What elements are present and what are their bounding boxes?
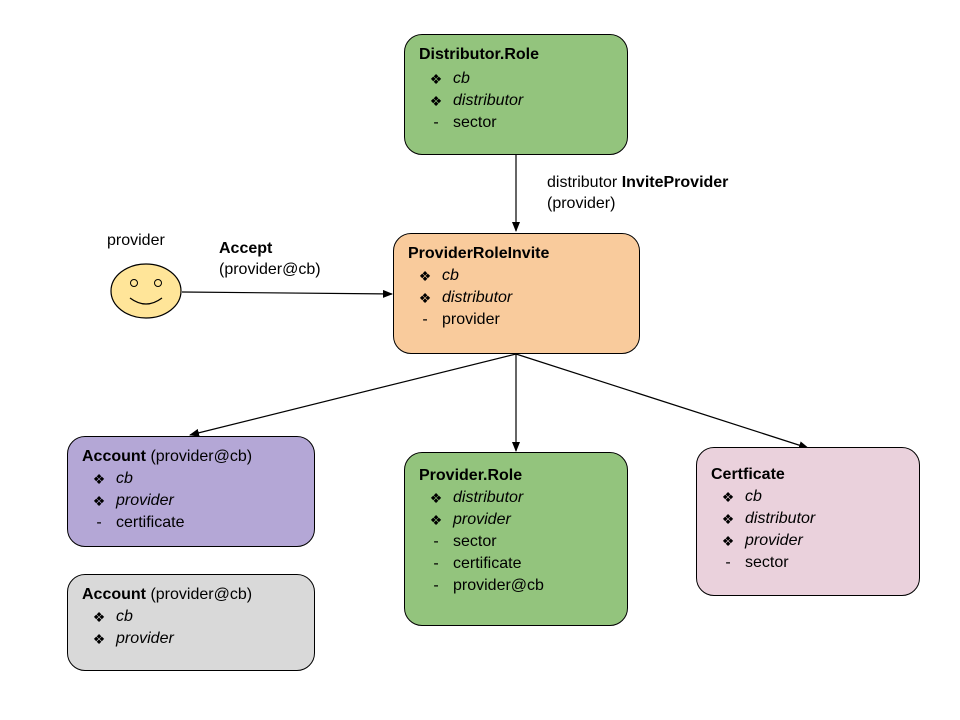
node-attributes: ❖cb❖distributor-sector: [419, 68, 613, 134]
attribute-row: ❖ provider: [82, 490, 300, 512]
attribute-row: -certificate: [82, 512, 300, 534]
attribute-row: -provider: [408, 309, 625, 331]
attribute-row: ❖ distributor: [711, 508, 905, 530]
node-title: Account (provider@cb): [82, 446, 300, 468]
invite-args: (provider): [547, 195, 616, 212]
attribute-text: provider: [116, 492, 174, 509]
dash-bullet: -: [725, 554, 731, 571]
node-title: Certficate: [711, 466, 785, 483]
attribute-text: certificate: [453, 555, 522, 572]
attribute-text: cb: [453, 70, 470, 87]
attribute-text: provider: [116, 630, 174, 647]
smiley-face-icon: [110, 263, 182, 319]
attribute-row: ❖ cb: [408, 265, 625, 287]
edge-to-account: [189, 353, 517, 437]
actor-label: provider: [107, 232, 165, 249]
node-title-text: Account: [82, 448, 146, 465]
attribute-row: ❖ cb: [419, 68, 613, 90]
attribute-row: -provider@cb: [419, 575, 613, 597]
attribute-text: cb: [116, 608, 133, 625]
node-attributes: ❖distributor❖provider-sector-certificate…: [419, 487, 613, 597]
attribute-row: ❖ distributor: [419, 487, 613, 509]
accept-args: (provider@cb): [219, 261, 321, 278]
dash-bullet: -: [433, 114, 439, 131]
attribute-text: provider: [453, 511, 511, 528]
account-removed-node: Account (provider@cb) ❖ cb ❖ provider: [67, 574, 315, 671]
attribute-text: cb: [745, 488, 762, 505]
node-title: Provider.Role: [419, 467, 523, 484]
diamond-bullet-icon: ❖: [92, 493, 106, 509]
dash-bullet: -: [433, 577, 439, 594]
attribute-row: ❖ provider: [419, 509, 613, 531]
node-title-text: Account: [82, 586, 146, 603]
attribute-row: ❖ provider: [82, 628, 300, 650]
attribute-text: certificate: [116, 514, 185, 531]
diamond-bullet-icon: ❖: [721, 489, 735, 505]
dash-bullet: -: [422, 311, 428, 328]
attribute-row: -certificate: [419, 553, 613, 575]
provider-role-node: Provider.Role ❖distributor❖provider-sect…: [404, 452, 628, 626]
invite-prefix: distributor: [547, 174, 622, 191]
node-attributes: ❖ cb ❖ provider: [82, 606, 300, 650]
attribute-text: distributor: [453, 92, 524, 109]
attribute-row: -sector: [419, 531, 613, 553]
diamond-bullet-icon: ❖: [92, 609, 106, 625]
node-title-suffix: (provider@cb): [146, 448, 253, 465]
attribute-text: provider@cb: [453, 577, 544, 594]
node-title: Account (provider@cb): [82, 584, 300, 606]
attribute-row: ❖ cb: [82, 606, 300, 628]
invite-provider-label: distributor InviteProvider (provider): [547, 172, 728, 214]
node-attributes: ❖cb❖distributor❖provider-sector: [711, 486, 905, 574]
attribute-text: sector: [745, 554, 789, 571]
node-title: Distributor.Role: [419, 46, 540, 63]
diamond-bullet-icon: ❖: [429, 512, 443, 528]
attribute-text: distributor: [745, 510, 816, 527]
edge-accept: [181, 289, 393, 298]
attribute-row: ❖ cb: [82, 468, 300, 490]
attribute-text: provider: [745, 532, 803, 549]
node-title-suffix: (provider@cb): [146, 586, 253, 603]
node-title: ProviderRoleInvite: [408, 245, 550, 262]
attribute-row: ❖ distributor: [408, 287, 625, 309]
diamond-bullet-icon: ❖: [429, 490, 443, 506]
attribute-text: cb: [116, 470, 133, 487]
diamond-bullet-icon: ❖: [92, 471, 106, 487]
distributor-role-node: Distributor.Role ❖cb❖distributor-sector: [404, 34, 628, 155]
diamond-bullet-icon: ❖: [721, 533, 735, 549]
diamond-bullet-icon: ❖: [429, 93, 443, 109]
attribute-row: ❖ distributor: [419, 90, 613, 112]
attribute-row: -sector: [419, 112, 613, 134]
attribute-text: cb: [442, 267, 459, 284]
attribute-text: distributor: [453, 489, 524, 506]
invite-action: InviteProvider: [621, 174, 729, 191]
diamond-bullet-icon: ❖: [429, 71, 443, 87]
attribute-text: provider: [442, 311, 500, 328]
node-attributes: ❖cb❖provider-certificate: [82, 468, 300, 534]
dash-bullet: -: [433, 555, 439, 572]
attribute-row: ❖ provider: [711, 530, 905, 552]
attribute-text: sector: [453, 114, 497, 131]
edge-to-certificate: [515, 353, 809, 450]
account-active-node: Account (provider@cb) ❖cb❖provider-certi…: [67, 436, 315, 547]
certificate-node: Certficate ❖cb❖distributor❖provider-sect…: [696, 447, 920, 596]
diamond-bullet-icon: ❖: [92, 631, 106, 647]
dash-bullet: -: [433, 533, 439, 550]
provider-role-invite-node: ProviderRoleInvite ❖cb❖distributor-provi…: [393, 233, 640, 354]
smiley-face-fill: [110, 263, 182, 319]
accept-label: Accept (provider@cb): [219, 238, 321, 280]
accept-action: Accept: [219, 240, 273, 257]
attribute-text: distributor: [442, 289, 513, 306]
attribute-row: -sector: [711, 552, 905, 574]
diamond-bullet-icon: ❖: [418, 268, 432, 284]
diamond-bullet-icon: ❖: [418, 290, 432, 306]
dash-bullet: -: [96, 514, 102, 531]
node-attributes: ❖cb❖distributor-provider: [408, 265, 625, 331]
attribute-text: sector: [453, 533, 497, 550]
diamond-bullet-icon: ❖: [721, 511, 735, 527]
attribute-row: ❖ cb: [711, 486, 905, 508]
